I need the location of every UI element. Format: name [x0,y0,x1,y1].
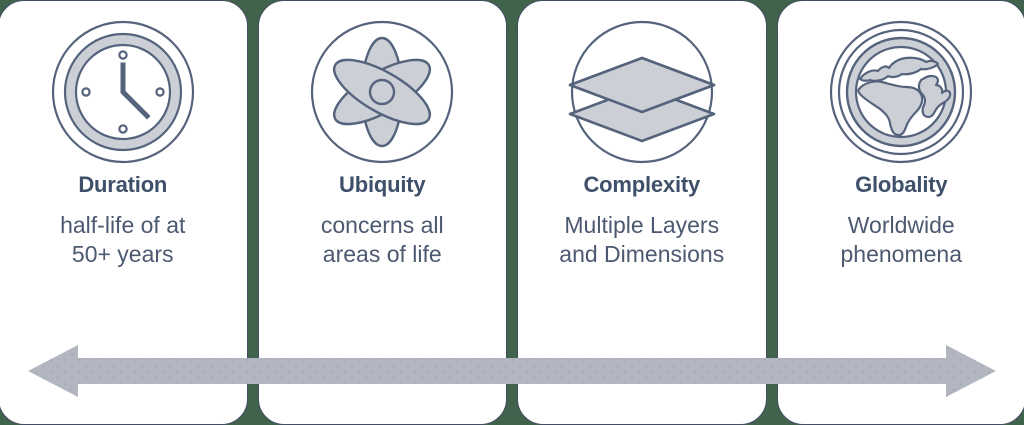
layers-icon [567,17,717,167]
criteria-card-complexity[interactable]: Complexity Multiple Layers and Dimension… [517,0,767,425]
card-title: Complexity [583,172,701,197]
card-content: Globality Worldwide phenomena [778,1,1024,268]
criteria-card-globality[interactable]: Globality Worldwide phenomena [776,0,1024,425]
atom-icon [307,17,457,167]
card-description: Multiple Layers and Dimensions [559,212,725,267]
card-description: half-life of at 50+ years [60,212,186,267]
card-description: Worldwide phenomena [840,212,963,267]
card-content: Duration half-life of at 50+ years [0,1,247,268]
card-title: Globality [855,172,948,197]
criteria-card-ubiquity[interactable]: Ubiquity concerns all areas of life [257,0,507,425]
card-content: Ubiquity concerns all areas of life [259,1,507,268]
card-title: Duration [78,172,168,197]
card-title: Ubiquity [339,172,426,197]
card-content: Complexity Multiple Layers and Dimension… [518,1,766,268]
clock-icon [48,17,198,167]
globe-icon [826,17,976,167]
card-description: concerns all areas of life [320,212,444,267]
criteria-card-duration[interactable]: Duration half-life of at 50+ years [0,0,248,425]
